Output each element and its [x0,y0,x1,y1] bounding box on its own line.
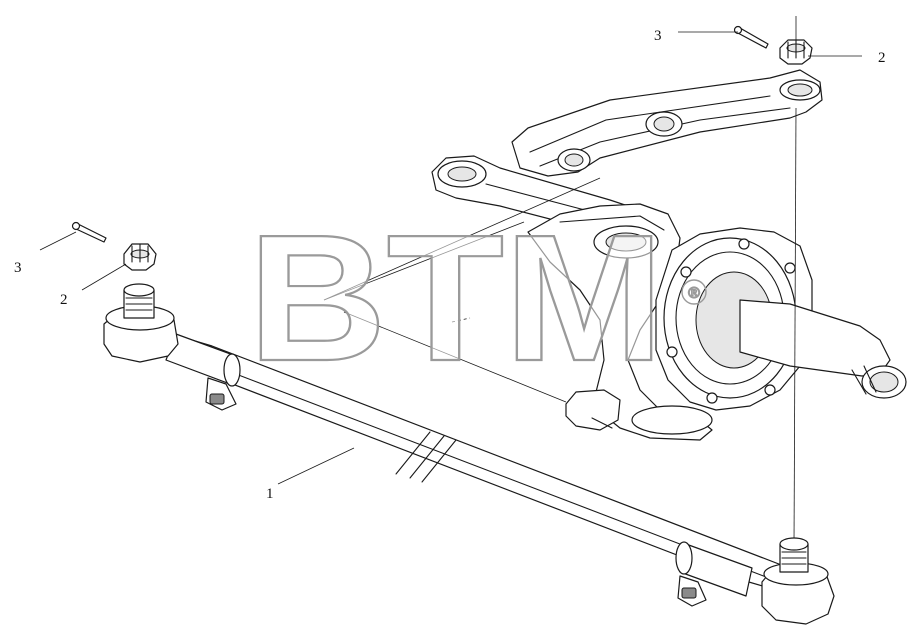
cotter-pin-right [733,25,769,49]
callout-nut-left: 2 [60,292,68,308]
registered-mark-circle [681,279,707,305]
castle-nut-left [123,243,157,271]
steering-knuckle [431,69,907,441]
leader-lines [39,31,862,485]
tie-rod [165,333,785,607]
callout-nut-right: 2 [878,50,886,66]
watermark-logo: BTM [248,198,664,399]
right-tie-rod-end [761,537,835,625]
castle-nut-right [779,39,813,65]
callout-pin-right: 3 [654,28,662,44]
left-tie-rod-end [103,283,179,363]
callout-pin-left: 3 [14,260,22,276]
assembly-guide-lines [323,16,797,546]
registered-mark: ® [688,285,700,302]
cotter-pin-left [71,221,107,243]
callout-tie-rod: 1 [266,486,274,502]
